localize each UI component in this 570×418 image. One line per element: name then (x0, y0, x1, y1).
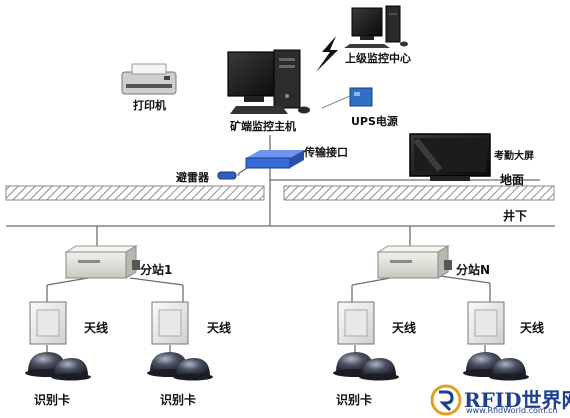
label-antenna: 天线 (84, 321, 109, 335)
label-upper-monitoring-center: 上级监控中心 (345, 52, 411, 65)
display-screen-icon (409, 133, 491, 181)
label-substation-n: 分站N (456, 263, 491, 277)
label-underground: 井下 (503, 209, 528, 223)
label-antenna: 天线 (392, 321, 417, 335)
substation-box-icon (64, 245, 140, 279)
label-id-card: 识别卡 (160, 393, 197, 407)
label-interface: 传输接口 (304, 146, 348, 159)
watermark: RFID世界网 www.RfidWorld.com.cn (430, 382, 570, 416)
label-substation-1: 分站1 (140, 263, 173, 277)
substation-box-icon (376, 245, 452, 279)
label-id-card: 识别卡 (336, 393, 373, 407)
main-host-pc-icon (227, 49, 310, 114)
interface-box-icon (245, 150, 304, 169)
helmet-card-icon (463, 352, 529, 381)
label-attendance-screen: 考勤大屏 (494, 151, 534, 162)
label-arrester: 避雷器 (176, 171, 209, 184)
helmet-card-icon (147, 352, 213, 381)
printer-icon (121, 63, 177, 95)
watermark-url: www.RfidWorld.com.cn (466, 406, 558, 415)
label-surface: 地面 (500, 173, 525, 187)
lightning-arrester-icon (217, 171, 240, 180)
antenna-panel-icon (467, 301, 505, 345)
helmet-card-icon (333, 352, 399, 381)
label-ups: UPS电源 (351, 115, 398, 128)
surface-ground-bar-right (283, 185, 555, 201)
label-antenna: 天线 (520, 321, 545, 335)
upper-center-pc-icon (344, 5, 408, 48)
antenna-panel-icon (29, 301, 67, 345)
lightning-bolt-icon (316, 36, 338, 72)
surface-ground-bar-left (5, 185, 265, 201)
watermark-logo-icon (430, 384, 462, 416)
connection-lines (6, 135, 555, 356)
ups-icon (321, 87, 373, 109)
label-antenna: 天线 (207, 321, 232, 335)
antenna-panel-icon (337, 301, 375, 345)
antenna-panel-icon (151, 301, 189, 345)
label-main-host: 矿端监控主机 (230, 120, 296, 133)
helmet-card-icon (25, 352, 91, 381)
label-id-card: 识别卡 (34, 393, 71, 407)
watermark-title: RFID世界网 (464, 388, 570, 412)
label-printer: 打印机 (133, 99, 166, 112)
